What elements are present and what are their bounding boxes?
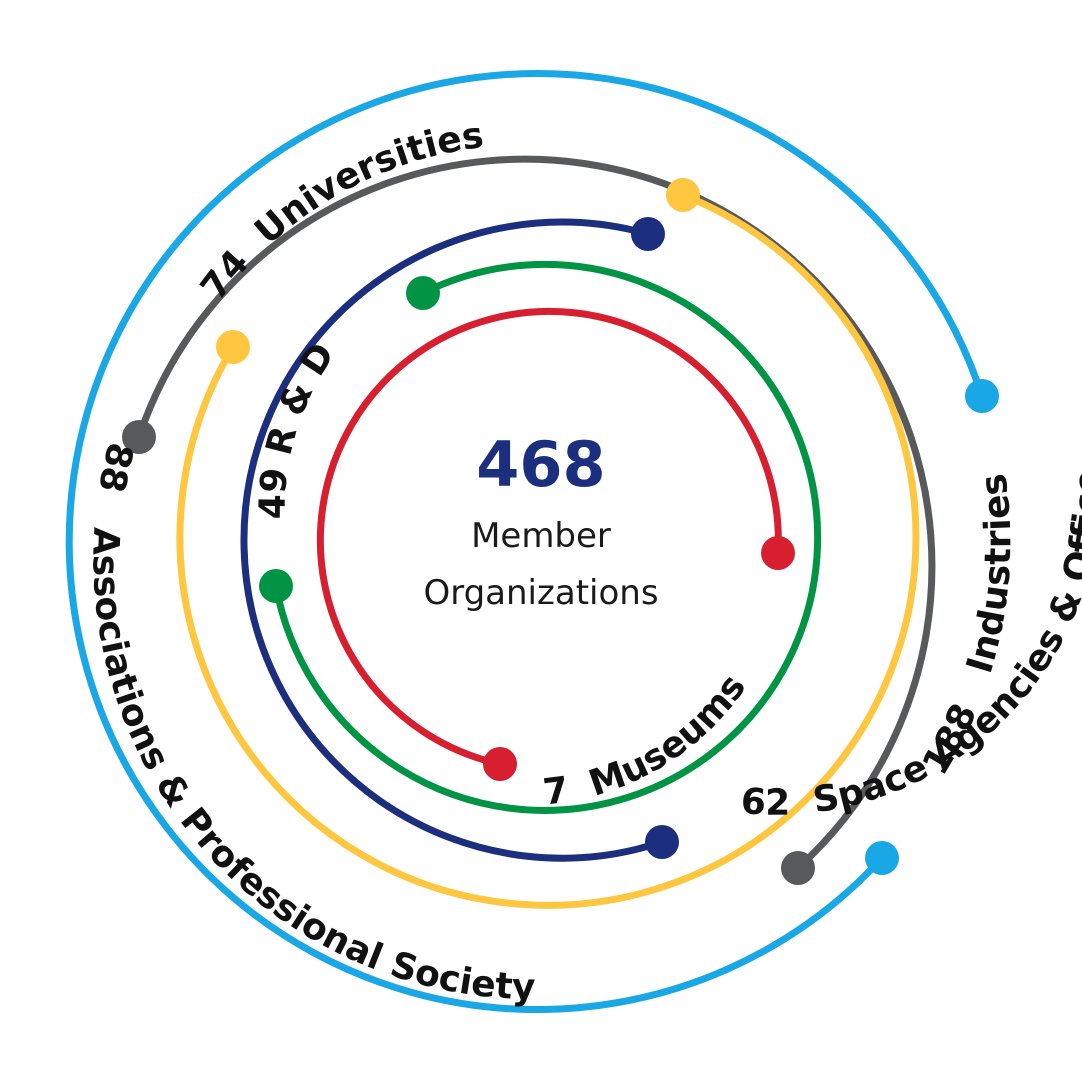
- universities-endpoint-end: [781, 851, 815, 885]
- museums-endpoint-start: [406, 276, 440, 310]
- rnd-endpoint-start: [645, 825, 679, 859]
- total-value: 468: [476, 428, 605, 501]
- inner-red-endpoint-start: [761, 536, 795, 570]
- universities-label: 74 Universities: [193, 115, 486, 308]
- total-caption-line2: Organizations: [423, 573, 658, 613]
- industries-arc: [65, 70, 986, 1013]
- associations-label: 88 Associations & Professional Society: [84, 438, 536, 1008]
- industries-endpoint-start: [865, 841, 899, 875]
- inner-red-endpoint-end: [483, 747, 517, 781]
- associations-arc: [176, 191, 920, 909]
- rnd-label: 49 R & D: [252, 336, 343, 520]
- inner-red-arc: [316, 307, 782, 768]
- museums-endpoint-end: [259, 569, 293, 603]
- total-caption-line1: Member: [471, 516, 611, 556]
- rnd-endpoint-end: [631, 217, 665, 251]
- space-agencies-label: 62 Space Agencies & Office: [740, 469, 1082, 824]
- space-agencies-endpoint: [666, 178, 700, 212]
- industries-endpoint-end: [965, 379, 999, 413]
- museums-arc: [272, 260, 822, 814]
- rnd-arc: [240, 218, 666, 862]
- universities-endpoint-start: [122, 420, 156, 454]
- associations-endpoint-start: [216, 330, 250, 364]
